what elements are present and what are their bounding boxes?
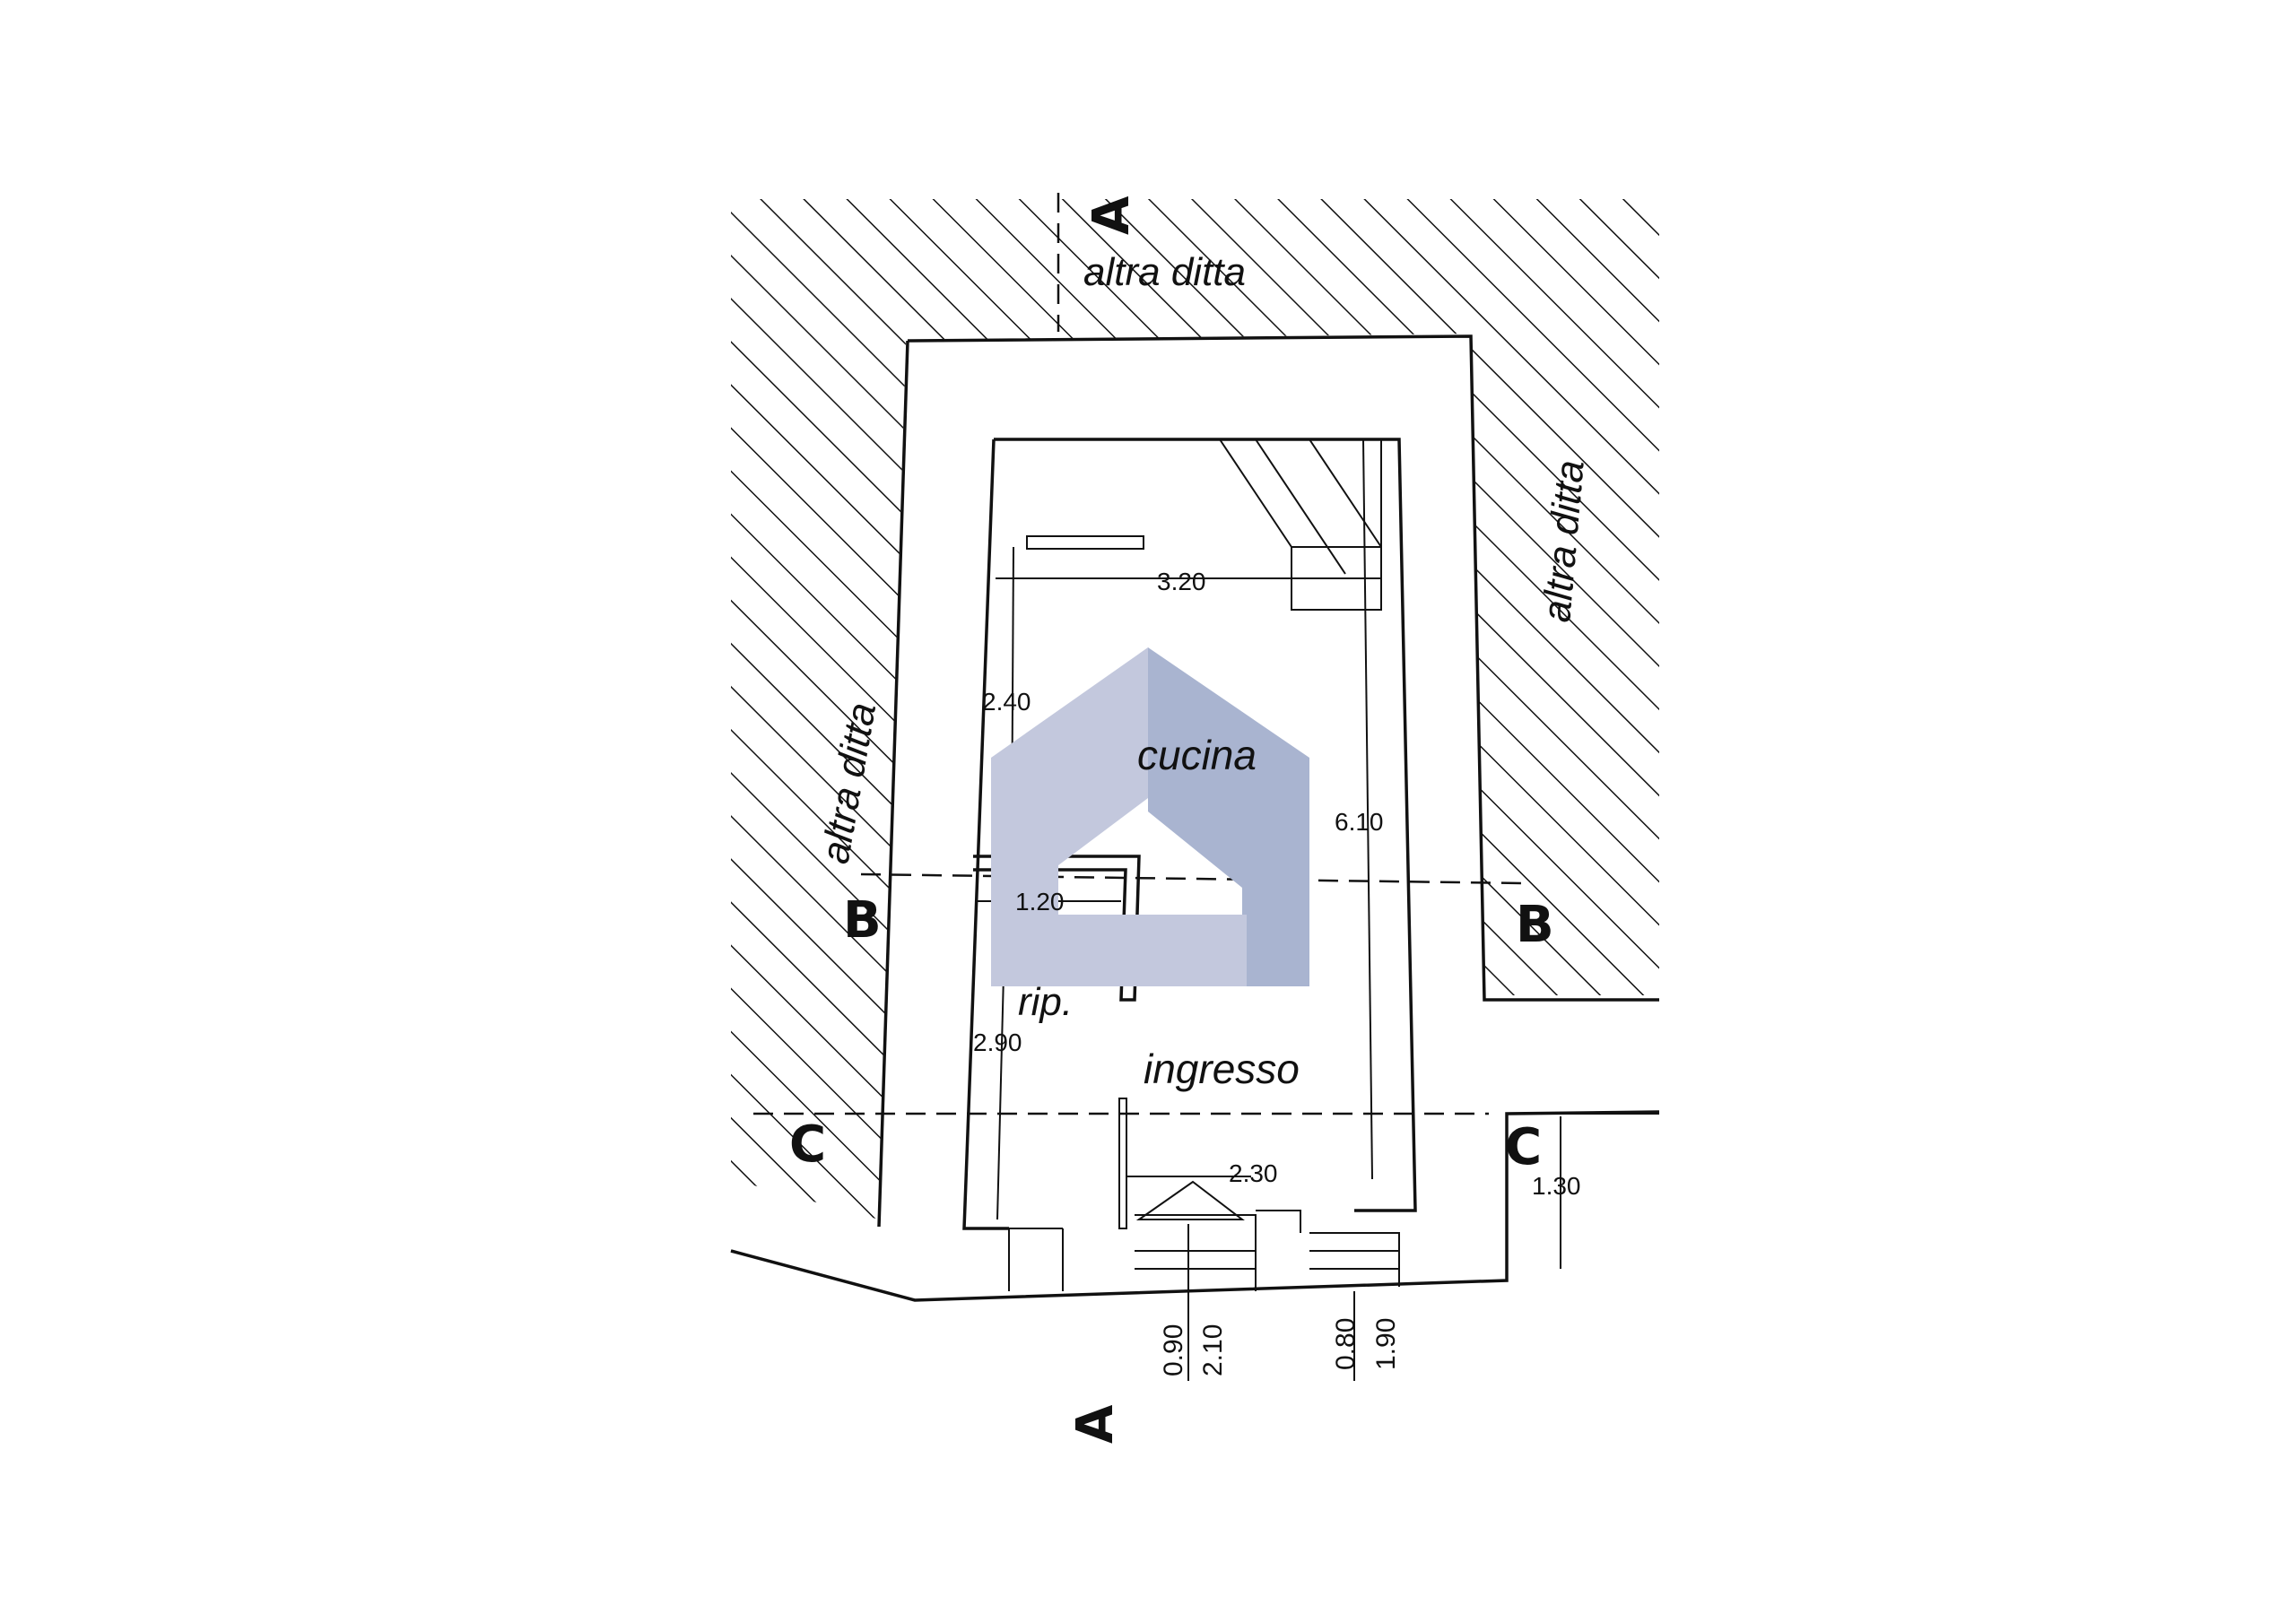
dim-door-right-a: 0.80 — [1331, 1318, 1361, 1370]
section-marker-c-right: C — [1505, 1118, 1542, 1176]
dim-step-right: 1.30 — [1532, 1172, 1581, 1200]
room-label-entrance: ingresso — [1144, 1046, 1300, 1092]
label-neighbor-top: altra ditta — [1083, 250, 1246, 294]
room-label-storage: rip. — [1018, 980, 1073, 1024]
inner-walls — [730, 438, 1659, 1301]
watermark-logo — [991, 647, 1309, 986]
section-marker-c-left: C — [789, 1115, 826, 1174]
section-marker-b-right: B — [1516, 896, 1554, 954]
dim-depth-total: 6.10 — [1335, 808, 1384, 836]
section-lines — [753, 193, 1526, 1115]
section-marker-a-bottom: A — [1066, 1404, 1125, 1444]
section-line-b — [860, 872, 1526, 885]
dim-door-right-b: 1.90 — [1371, 1318, 1401, 1370]
dim-width-storage: 1.20 — [1015, 888, 1065, 916]
section-marker-a-top: A — [1083, 195, 1141, 235]
dim-width-kitchen: 3.20 — [1157, 568, 1206, 595]
section-marker-b-left: B — [843, 891, 882, 950]
room-label-kitchen: cucina — [1137, 732, 1257, 778]
neighbor-hatching — [731, 199, 1659, 1219]
dim-door-left-a: 0.90 — [1159, 1324, 1188, 1376]
dim-door-left-b: 2.10 — [1198, 1324, 1228, 1376]
dim-depth-left-upper: 2.40 — [982, 688, 1031, 716]
dim-width-entrance: 2.30 — [1229, 1159, 1278, 1187]
dim-depth-left-lower: 2.90 — [973, 1028, 1022, 1056]
